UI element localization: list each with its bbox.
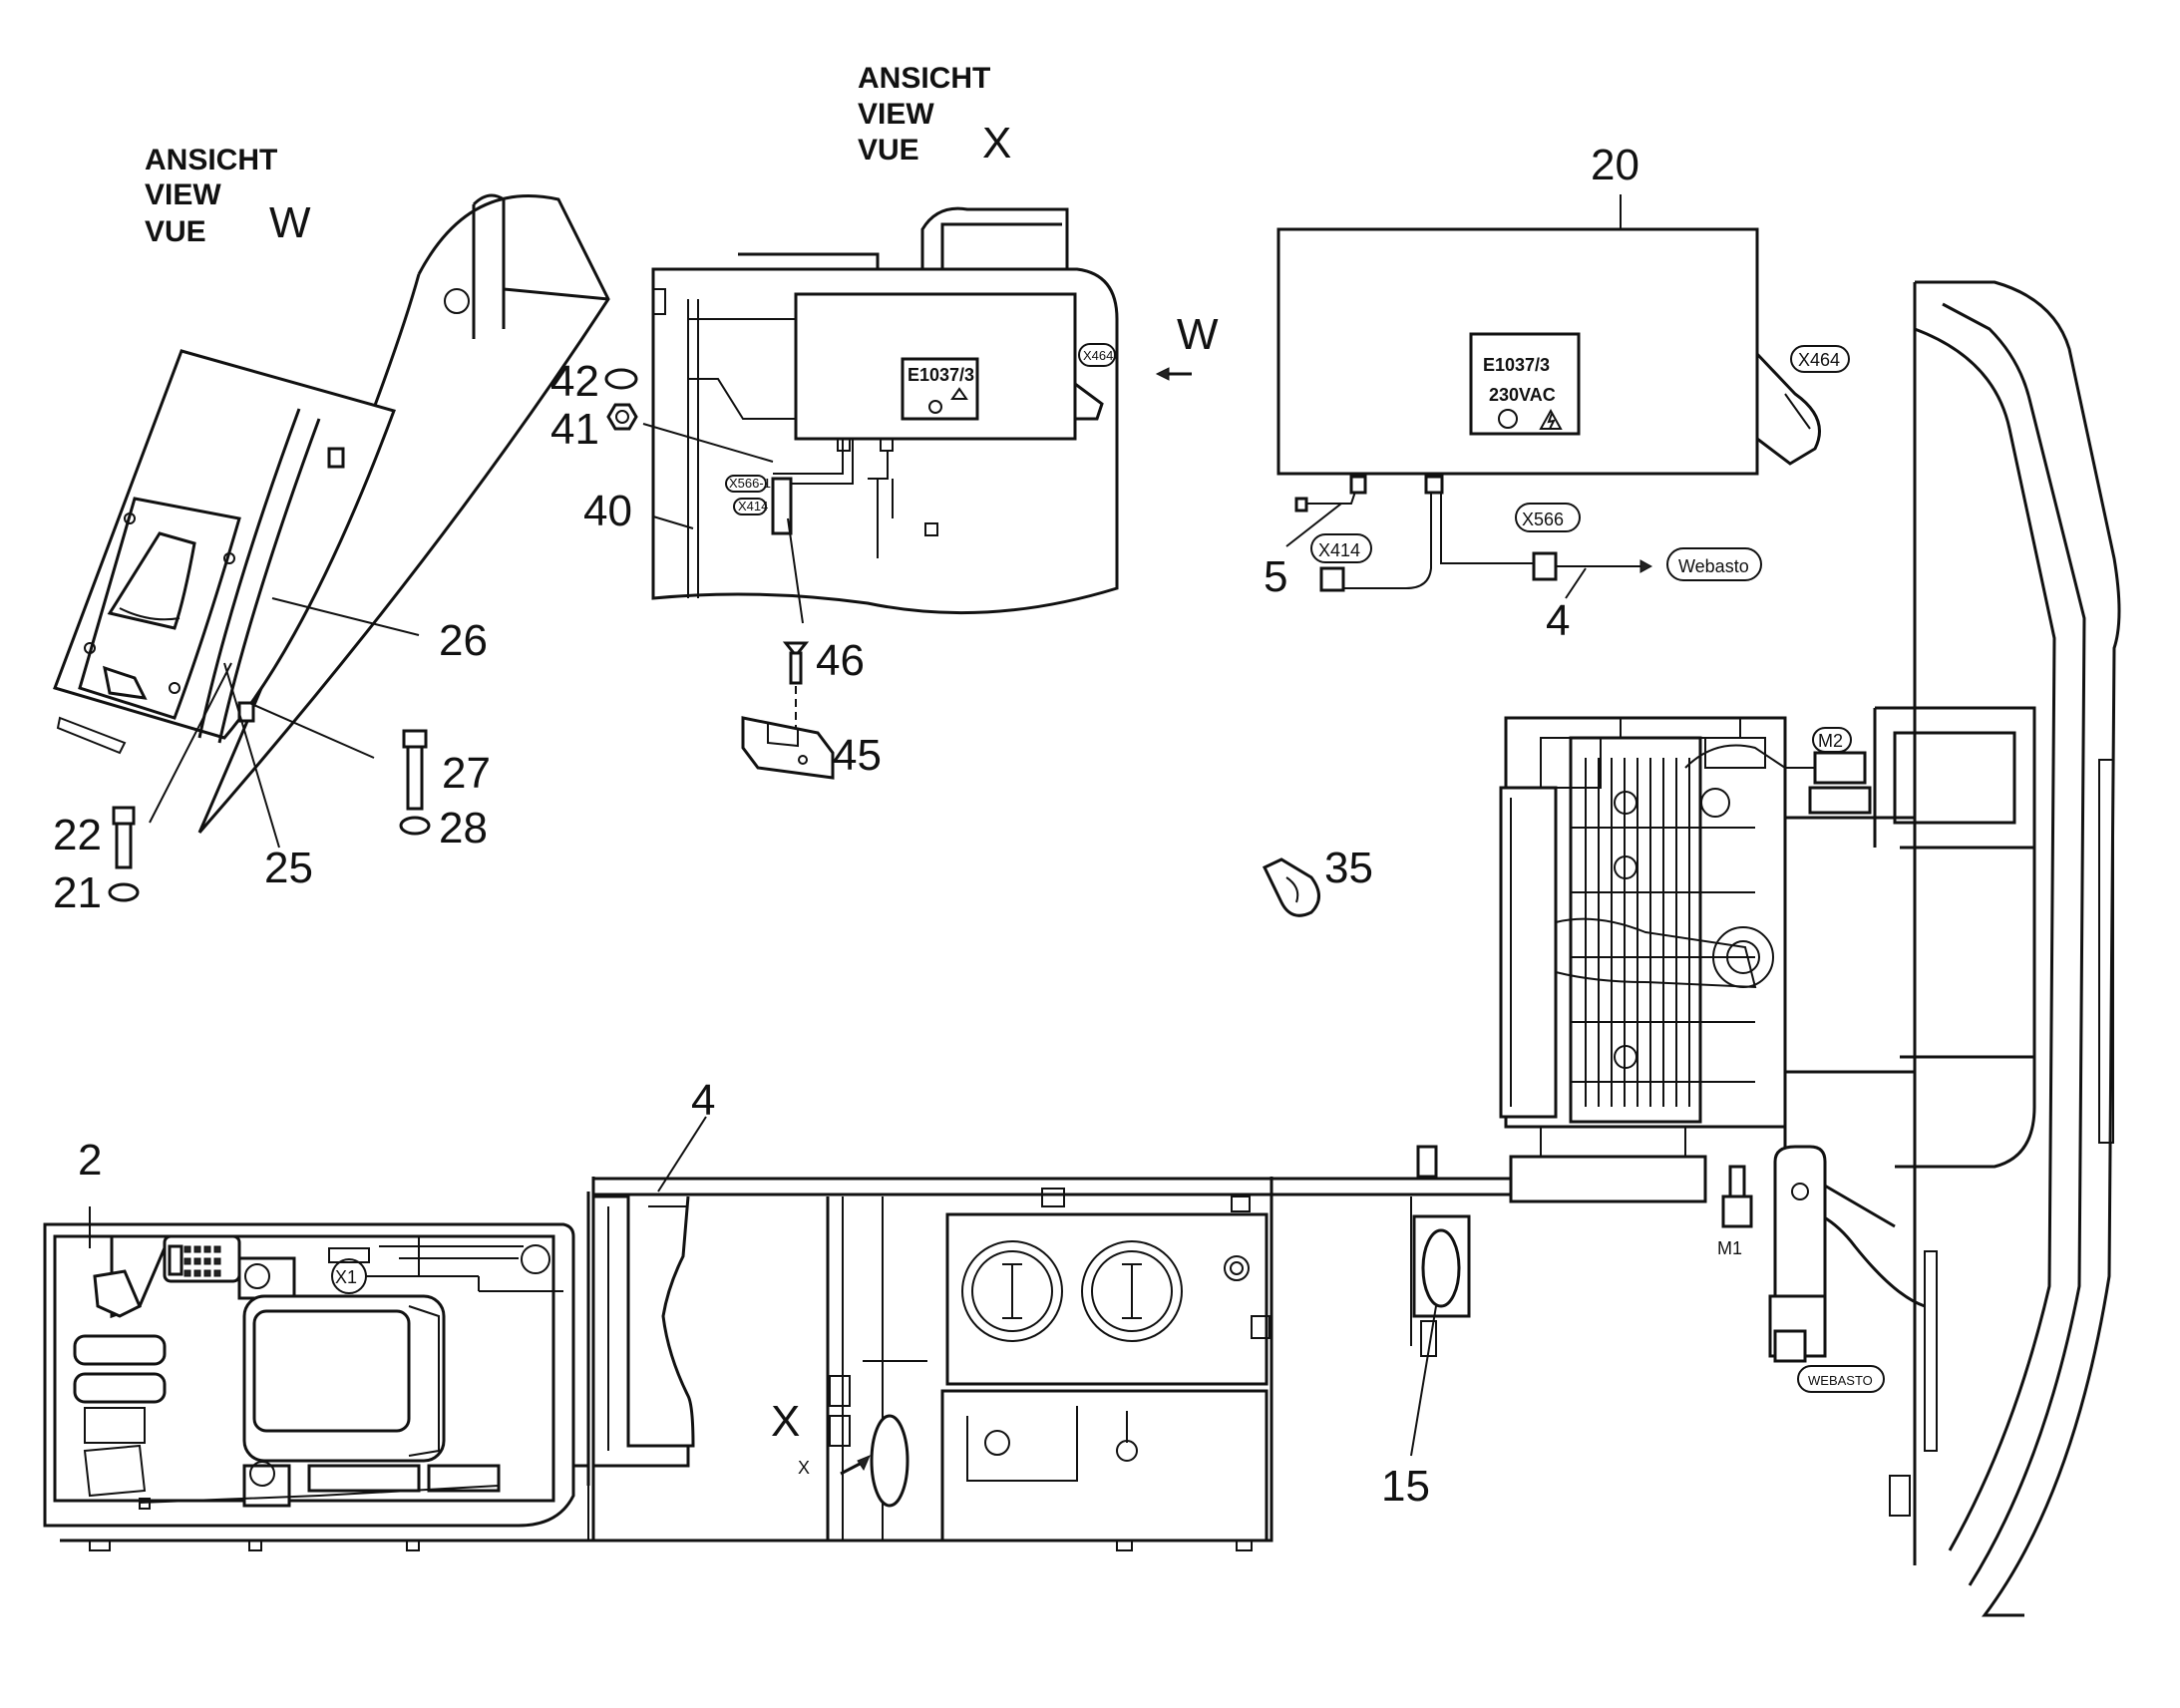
connector-x566-small: X566-1	[729, 476, 771, 491]
view-x-line1: ANSICHT	[858, 62, 990, 95]
lamp-icon	[1498, 409, 1518, 429]
bottom-rails	[60, 1538, 1253, 1551]
view-x-drawing: E1037/3 X464 X566-1 X414 W	[651, 206, 1219, 615]
mount-hole	[444, 288, 470, 314]
label-21: 21	[53, 868, 102, 917]
bolt-27-head	[402, 729, 428, 749]
cable-4: 4 2	[78, 1076, 715, 1248]
view-w-labels: 26 27 28 25 22 21	[53, 616, 491, 917]
view-w-letter: W	[269, 198, 311, 247]
view-w-fasteners	[108, 729, 431, 902]
joystick-left	[244, 1263, 270, 1289]
view-x-leaders	[642, 423, 804, 624]
tanks: X X	[591, 1177, 1273, 1542]
label-28: 28	[439, 804, 488, 853]
view-w-line3: VUE	[145, 215, 206, 248]
screw-icon	[223, 552, 235, 564]
counterweight-outline	[1913, 280, 2121, 1617]
label-42: 42	[550, 357, 599, 406]
heater-small-model: E1037/3	[908, 365, 974, 385]
connector-webasto: Webasto	[1678, 556, 1749, 576]
frame	[593, 706, 2036, 1517]
connector-x1: X1	[335, 1267, 357, 1287]
view-x-fasteners	[604, 368, 835, 780]
label-2: 2	[78, 1136, 102, 1185]
arrow-x-big: X	[771, 1397, 800, 1446]
screw-icon	[169, 682, 181, 694]
arrow-w-letter: W	[1177, 310, 1219, 359]
label-4-top: 4	[1546, 596, 1570, 645]
connector-m1: M1	[1717, 1238, 1742, 1258]
label-4-bottom: 4	[691, 1076, 715, 1125]
label-40: 40	[583, 487, 632, 535]
filler-cap	[870, 1414, 909, 1508]
connector-x414: X414	[1318, 540, 1360, 560]
lamp-icon	[928, 400, 942, 414]
label-35: 35	[1324, 844, 1373, 892]
view-w-line1: ANSICHT	[145, 144, 277, 176]
hydraulic-tank	[945, 1212, 1269, 1386]
label-45: 45	[833, 731, 882, 780]
heater-nameplate	[1469, 332, 1581, 436]
view-w-leaders	[149, 597, 420, 849]
clip-45	[741, 716, 835, 780]
nut-41	[606, 403, 638, 431]
connector-x566: X566	[1522, 510, 1564, 529]
heater-model: E1037/3	[1483, 355, 1550, 375]
label-15: 15	[1381, 1462, 1430, 1511]
bolt-22-head	[112, 806, 136, 826]
part-15-area: 15	[1381, 1145, 1471, 1511]
tank-cap-right	[1081, 1240, 1183, 1342]
screw-icon	[124, 512, 136, 524]
part-35: 35	[1262, 844, 1373, 917]
label-46: 46	[816, 636, 865, 685]
connector-x464-small: X464	[1083, 348, 1113, 363]
label-41: 41	[550, 405, 599, 454]
connector-m2: M2	[1818, 731, 1843, 751]
label-25: 25	[264, 844, 313, 892]
webasto-unit: M1 WEBASTO	[1717, 1145, 1885, 1393]
drain-plug	[984, 1430, 1010, 1456]
view-w-drawing	[53, 193, 610, 834]
washer-21	[108, 882, 140, 902]
view-x-line3: VUE	[858, 134, 919, 167]
label-27: 27	[442, 749, 491, 798]
connector-x464: X464	[1798, 350, 1840, 370]
washer-42	[604, 368, 638, 390]
cab: X1	[43, 1192, 590, 1528]
view-x-header: ANSICHT VIEW VUE X	[858, 62, 1011, 168]
bolt-22-shank	[115, 822, 133, 869]
engine: M2	[1499, 716, 1872, 1203]
screw-46-shank	[789, 651, 803, 685]
washer-28	[399, 816, 431, 836]
screw-icon	[84, 642, 96, 654]
view-x-labels: 42 41 40 46 45	[550, 357, 882, 780]
heater-detail: 20 E1037/3 230VAC X464 X414 X566 Webasto…	[1264, 141, 1850, 645]
label-26: 26	[439, 616, 488, 665]
arrow-x-small: X	[798, 1458, 810, 1478]
label-22: 22	[53, 811, 102, 859]
view-x-line2: VIEW	[858, 98, 934, 131]
warning-icon	[950, 387, 968, 400]
label-20: 20	[1591, 141, 1639, 189]
connector-webasto-caps: WEBASTO	[1808, 1373, 1873, 1388]
view-w-header: ANSICHT VIEW VUE W	[145, 144, 311, 248]
connector-x414-small: X414	[738, 499, 768, 513]
label-5: 5	[1264, 552, 1287, 601]
view-x-letter: X	[982, 119, 1011, 168]
tank-cap-left	[961, 1240, 1063, 1342]
bolt-27-shank	[406, 745, 424, 811]
view-w-line2: VIEW	[145, 178, 221, 211]
heater-voltage: 230VAC	[1489, 385, 1556, 405]
duct-section	[587, 1196, 690, 1540]
